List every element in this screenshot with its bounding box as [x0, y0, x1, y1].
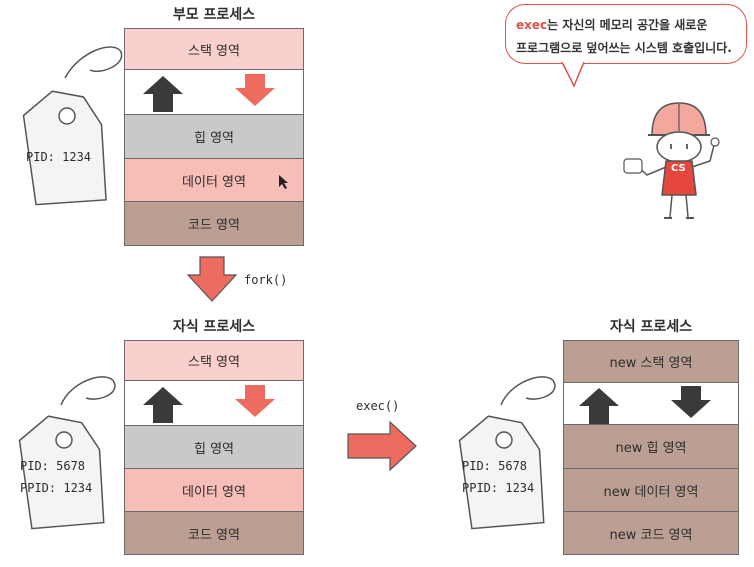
parent-code-segment: 코드 영역: [125, 202, 303, 245]
parent-memory: 스택 영역 힙 영역 데이터 영역 코드 영역: [124, 28, 304, 246]
child-ppid-label: PPID: 1234: [20, 481, 93, 495]
child-growth-arrows: [143, 385, 275, 423]
child-code-segment: 코드 영역: [125, 512, 303, 554]
parent-pid-tag: [22, 46, 123, 206]
exec-child-pid-label: PID: 5678: [462, 459, 528, 473]
exec-keyword: exec: [516, 18, 548, 32]
exec-child-data-segment: new 데이터 영역: [564, 469, 738, 512]
child-pid-tag: [18, 376, 116, 530]
fork-label: fork(): [244, 273, 288, 287]
fork-arrow: [186, 256, 238, 302]
parent-title: 부모 프로세스: [172, 7, 256, 23]
parent-stack-segment: 스택 영역: [125, 29, 303, 70]
child-stack-segment: 스택 영역: [125, 341, 303, 381]
speech-line-1: exec는 자신의 메모리 공간을 새로운: [516, 18, 708, 32]
parent-pid-label: PID: 1234: [26, 150, 92, 164]
exec-child-memory: new 스택 영역 new 힙 영역 new 데이터 영역 new 코드 영역: [563, 340, 739, 555]
parent-heap-segment: 힙 영역: [125, 115, 303, 159]
exec-child-ppid-label: PPID: 1234: [462, 481, 535, 495]
exec-child-title: 자식 프로세스: [609, 319, 693, 335]
exec-child-pid-tag: [458, 376, 556, 530]
exec-label: exec(): [356, 399, 400, 413]
mascot-badge: CS: [671, 163, 686, 174]
exec-child-code-segment: new 코드 영역: [564, 512, 738, 554]
child-title: 자식 프로세스: [172, 319, 256, 335]
child-heap-segment: 힙 영역: [125, 426, 303, 469]
exec-child-growth-arrows: [579, 386, 711, 424]
cs-mascot: [623, 102, 720, 219]
speech-bubble: [505, 4, 747, 64]
child-data-segment: 데이터 영역: [125, 469, 303, 512]
child-pid-label: PID: 5678: [20, 459, 86, 473]
exec-arrow: [347, 420, 417, 472]
exec-child-heap-segment: new 힙 영역: [564, 425, 738, 469]
parent-data-segment: 데이터 영역: [125, 159, 303, 202]
parent-growth-arrows: [143, 74, 275, 112]
cursor-icon: [279, 175, 288, 189]
speech-bubble-tail: [561, 60, 585, 88]
speech-line-2: 프로그램으로 덮어쓰는 시스템 호출입니다.: [516, 41, 732, 55]
exec-child-stack-segment: new 스택 영역: [564, 341, 738, 383]
child-memory: 스택 영역 힙 영역 데이터 영역 코드 영역: [124, 340, 304, 555]
